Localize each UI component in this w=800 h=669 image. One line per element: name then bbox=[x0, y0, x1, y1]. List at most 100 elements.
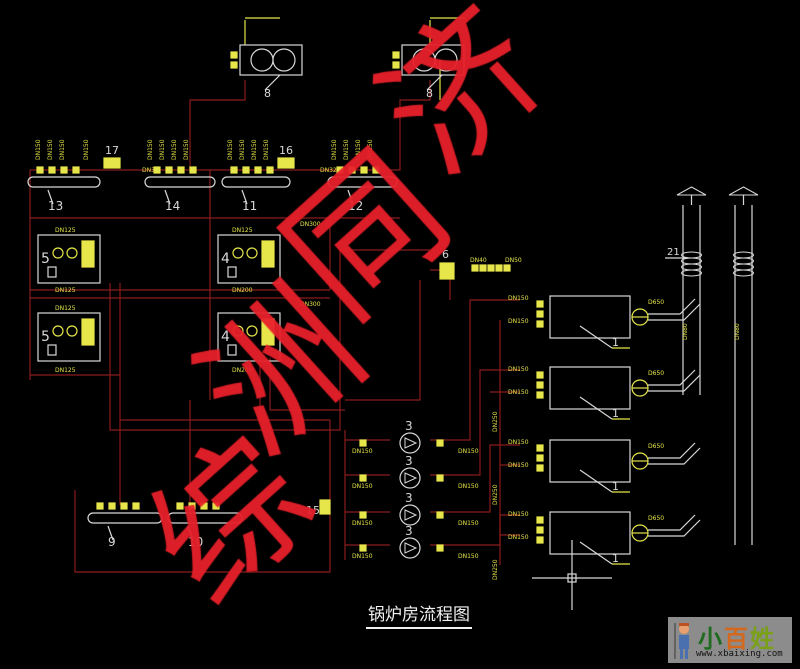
pipe-size-label: DN150 bbox=[458, 520, 479, 527]
collector-label: 13 bbox=[48, 199, 63, 213]
valve-icon bbox=[436, 439, 444, 447]
pump-icon bbox=[52, 247, 64, 259]
valve-icon bbox=[536, 381, 544, 389]
device-label: 15 bbox=[306, 504, 320, 517]
plate-exchanger-icon bbox=[81, 240, 95, 268]
tank-icon bbox=[47, 266, 57, 278]
pipe-size-label: D650 bbox=[648, 370, 664, 377]
pipe-size-label: DN150 bbox=[47, 139, 54, 160]
valve-icon bbox=[230, 61, 238, 69]
expansion-tank bbox=[439, 262, 455, 280]
pipe-size-label: DN32 bbox=[320, 167, 337, 174]
pipe-size-label: DN80 bbox=[734, 323, 741, 340]
pump-arrow-icon bbox=[404, 437, 418, 449]
pipe-size-label: DN150 bbox=[508, 439, 529, 446]
valve-icon bbox=[242, 166, 250, 174]
valve-icon bbox=[360, 166, 368, 174]
pipe-size-label: DN150 bbox=[458, 553, 479, 560]
coil-icon bbox=[681, 269, 702, 277]
boiler-label: 1 bbox=[612, 336, 619, 349]
flue-duct bbox=[648, 519, 701, 537]
pump-arrow-icon bbox=[404, 472, 418, 484]
valve-icon bbox=[487, 264, 495, 272]
coil-icon bbox=[733, 251, 754, 259]
boiler-label: 1 bbox=[612, 480, 619, 493]
valve-icon bbox=[536, 516, 544, 524]
leader-line bbox=[579, 396, 613, 420]
pipe-size-label: DN150 bbox=[508, 295, 529, 302]
boiler-label: 1 bbox=[612, 552, 619, 565]
valve-icon bbox=[436, 544, 444, 552]
pipe-size-label: DN40 bbox=[470, 257, 487, 264]
leader-line bbox=[579, 325, 613, 349]
chimney-cap-icon bbox=[676, 186, 707, 196]
valve-icon bbox=[471, 264, 479, 272]
unit-label: 5 bbox=[41, 329, 50, 345]
site-logo[interactable]: 小百姓 www.xbaixing.com bbox=[668, 617, 792, 663]
chimney-cap-icon bbox=[728, 186, 759, 196]
fan-icon bbox=[250, 48, 274, 72]
header-collector bbox=[144, 176, 216, 188]
valve-icon bbox=[495, 264, 503, 272]
fan-label: 8 bbox=[264, 87, 271, 100]
boiler bbox=[549, 511, 631, 555]
valve-icon bbox=[359, 439, 367, 447]
pipe-size-label: DN150 bbox=[508, 511, 529, 518]
valve-icon bbox=[536, 371, 544, 379]
pipe-size-label: DN150 bbox=[352, 483, 373, 490]
valve-icon bbox=[536, 526, 544, 534]
pipe-size-label: DN80 bbox=[682, 323, 689, 340]
valve-icon bbox=[536, 464, 544, 472]
valve-icon bbox=[177, 166, 185, 174]
plate-exchanger-icon bbox=[81, 318, 95, 346]
pump-label: 3 bbox=[405, 419, 413, 433]
fan-unit bbox=[401, 44, 465, 76]
valve-icon bbox=[359, 474, 367, 482]
collector-label: 11 bbox=[242, 199, 257, 213]
valve-icon bbox=[436, 511, 444, 519]
pipe-size-label: DN150 bbox=[183, 139, 190, 160]
pipe-line bbox=[119, 283, 330, 421]
valve-icon bbox=[72, 166, 80, 174]
pipe-size-label: DN125 bbox=[55, 227, 76, 234]
pipe-size-label: DN200 bbox=[232, 367, 253, 374]
valve-icon bbox=[254, 166, 262, 174]
valve-icon bbox=[96, 502, 104, 510]
coil-icon bbox=[733, 263, 754, 271]
pump-icon bbox=[246, 247, 258, 259]
pipe-size-label: D650 bbox=[648, 515, 664, 522]
boiler bbox=[549, 366, 631, 410]
drawing-title: 锅炉房流程图 bbox=[366, 600, 472, 629]
valve-icon bbox=[48, 166, 56, 174]
pipe-size-label: DN150 bbox=[355, 139, 362, 160]
boiler bbox=[549, 295, 631, 339]
unit-label: 5 bbox=[41, 251, 50, 267]
coil-icon bbox=[733, 257, 754, 265]
pipe-size-label: DN150 bbox=[159, 139, 166, 160]
pipe-size-label: D650 bbox=[648, 443, 664, 450]
pump-icon bbox=[246, 325, 258, 337]
valve-icon bbox=[536, 310, 544, 318]
valve-icon bbox=[132, 502, 140, 510]
pipe-size-label: DN150 bbox=[367, 139, 374, 160]
valve-icon bbox=[536, 444, 544, 452]
pipe-size-label: DN150 bbox=[239, 139, 246, 160]
filter-device bbox=[319, 499, 331, 515]
fan-icon bbox=[412, 48, 436, 72]
valve-icon bbox=[266, 166, 274, 174]
pipe-size-label: DN150 bbox=[35, 139, 42, 160]
tank-label: 6 bbox=[442, 248, 449, 261]
unit-label: 4 bbox=[221, 329, 230, 345]
flue-duct bbox=[648, 303, 701, 321]
pipe-line bbox=[430, 369, 520, 476]
pipe-line bbox=[345, 280, 421, 401]
chimney-label: 21 bbox=[667, 247, 680, 258]
valve-icon bbox=[372, 166, 380, 174]
fan-label: 8 bbox=[426, 87, 433, 100]
valve-icon bbox=[188, 502, 196, 510]
pipe-size-label: DN150 bbox=[508, 318, 529, 325]
valve-icon bbox=[392, 51, 400, 59]
pipe-size-label: DN150 bbox=[508, 366, 529, 373]
coil-icon bbox=[733, 269, 754, 277]
filter-device bbox=[103, 157, 121, 169]
